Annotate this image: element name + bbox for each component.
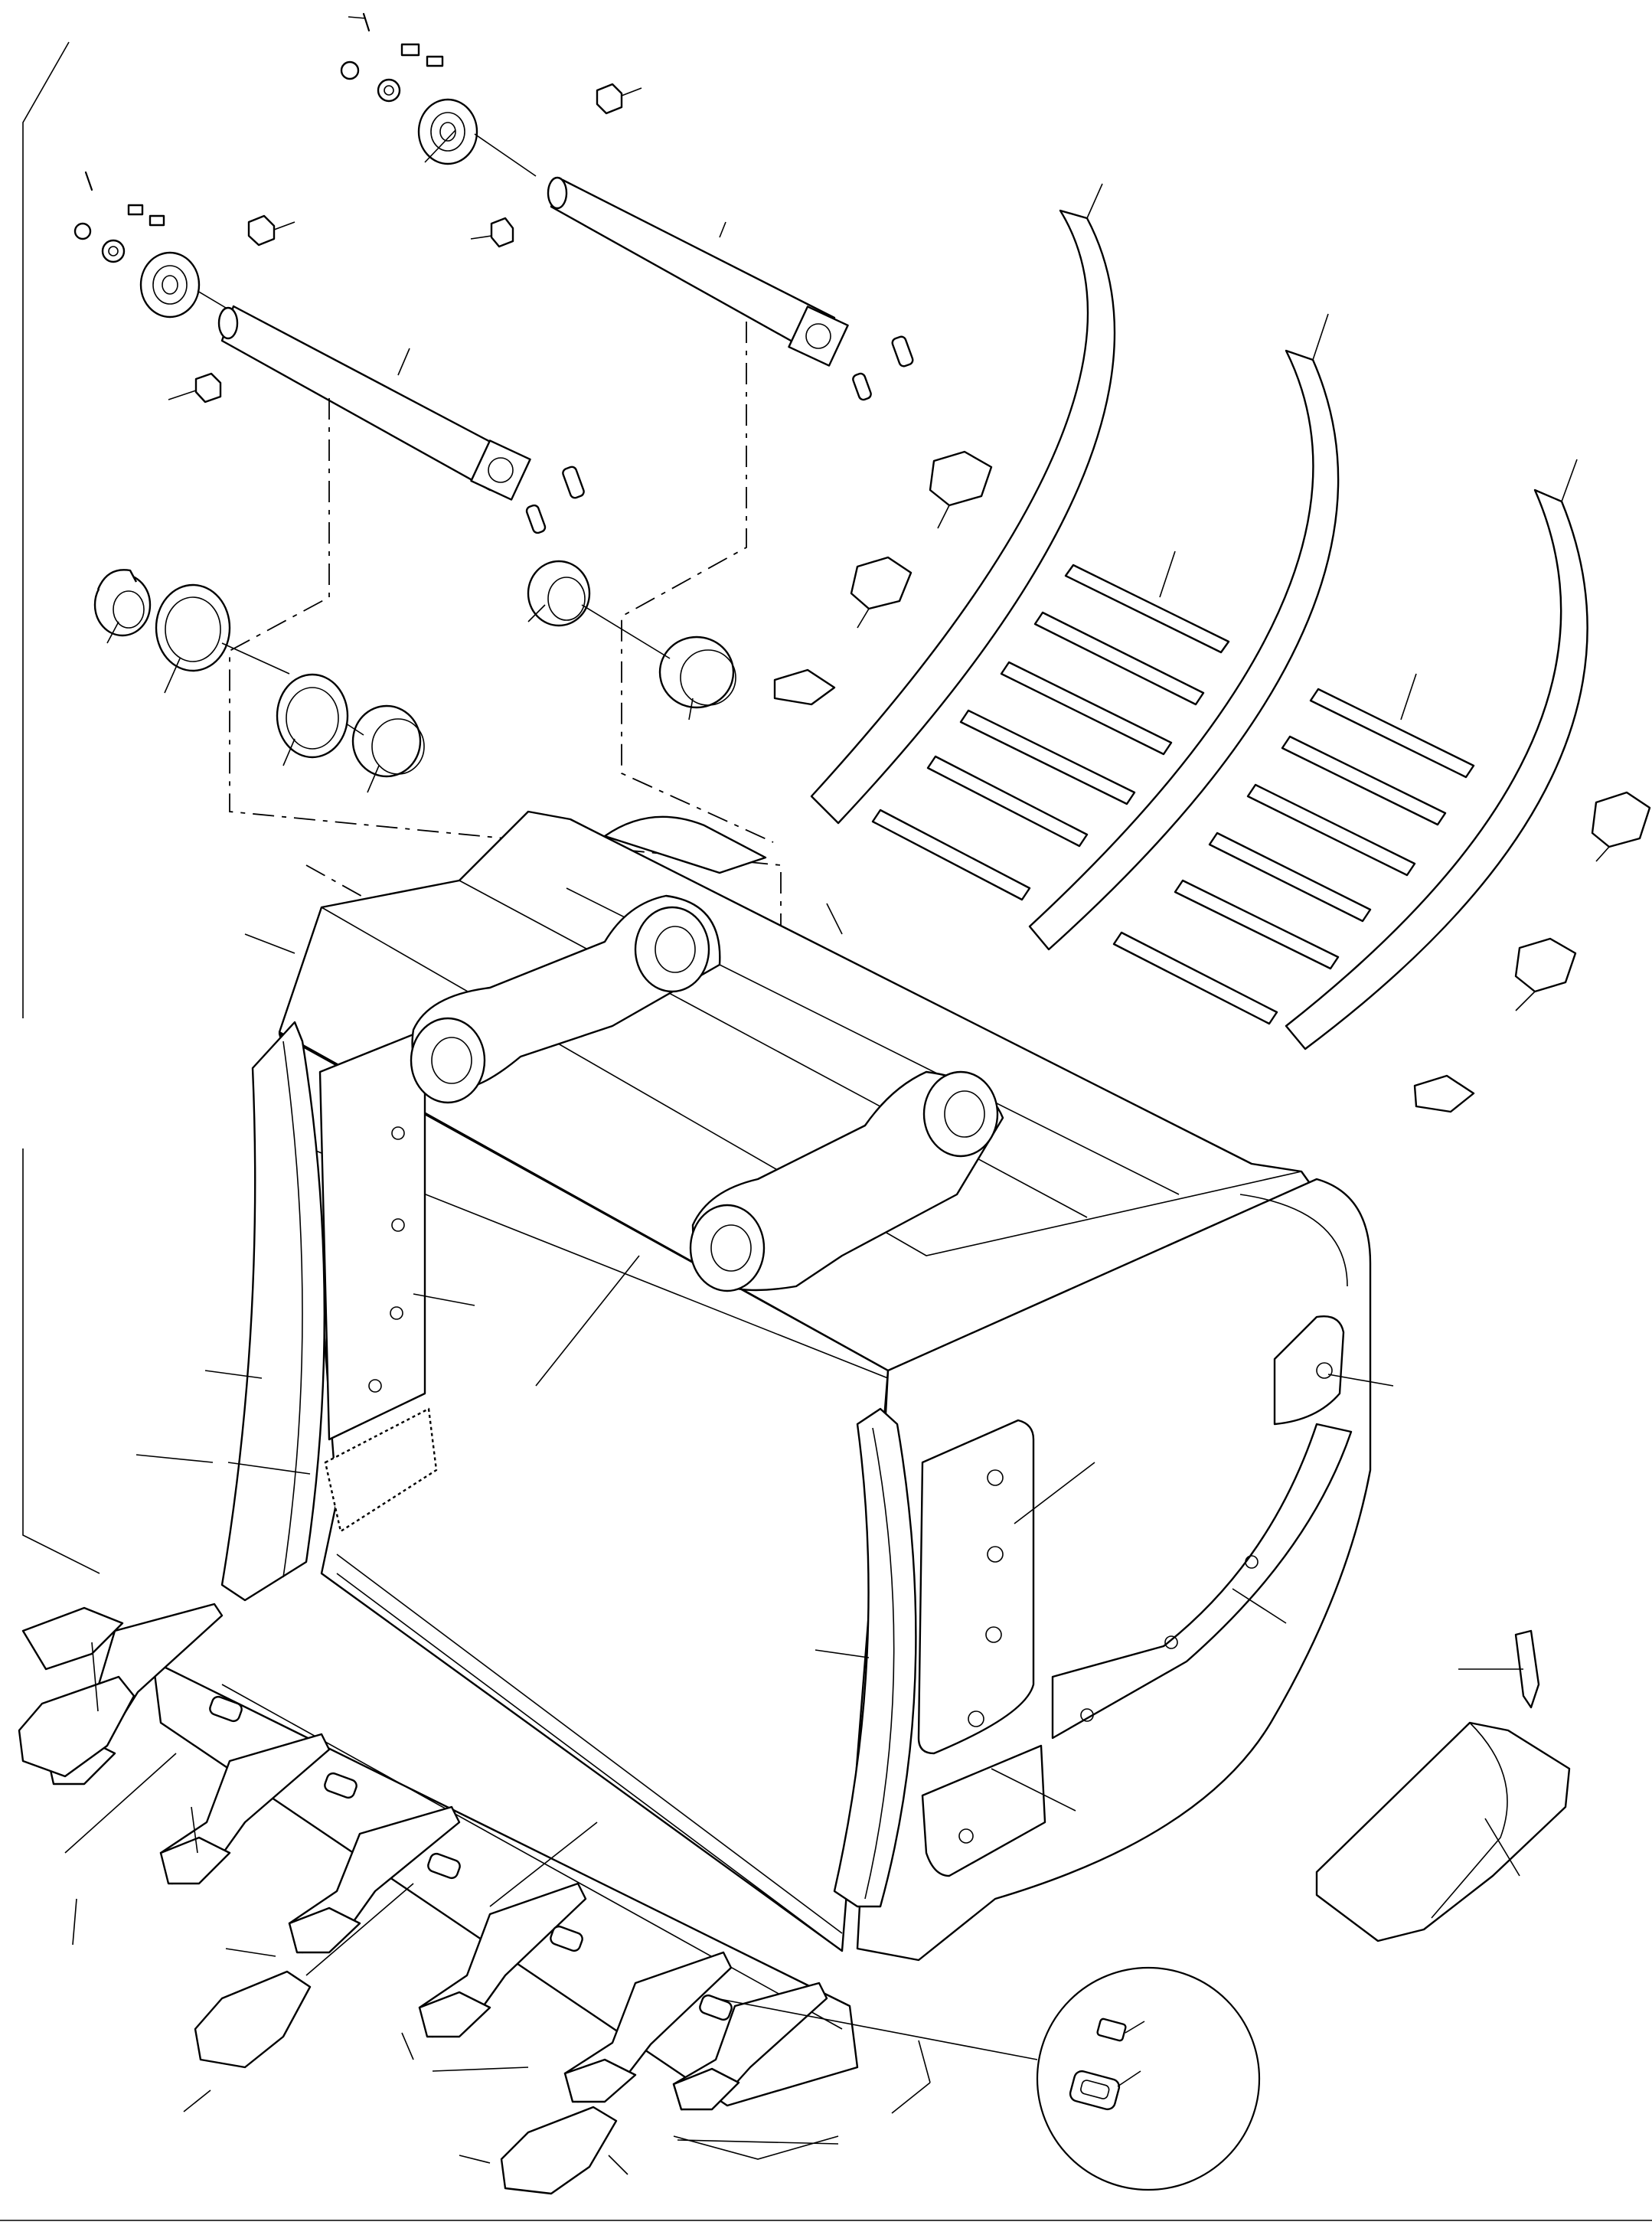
bucket-tooth-icon: [563, 1951, 733, 2103]
tooth-cap-icon: [18, 1606, 618, 2195]
retainer-lock-icon: [209, 1695, 733, 2021]
bucket-tooth-icon: [672, 1982, 828, 2111]
tooth-adapter-icon: [1315, 1629, 1571, 1942]
pin-lower-icon: [217, 305, 531, 501]
upper-pin-assembly: [340, 12, 849, 367]
key-block-icon: [596, 83, 642, 115]
cotter-pin-icon: [348, 12, 371, 32]
detail-callout: [715, 1966, 1261, 2191]
bucket-tooth-icon: [288, 1805, 461, 1954]
bolt-icon: [400, 43, 444, 67]
lower-pin-assembly: [73, 171, 531, 501]
pin-upper-icon: [547, 176, 849, 367]
wear-bar-icon: [871, 551, 1475, 1025]
wear-strip-icon: [810, 183, 1588, 1050]
nut-icon: [340, 60, 401, 103]
linkage-ears: [410, 894, 1004, 1292]
bushing-icon: [93, 560, 736, 793]
shim-icon: [525, 335, 914, 534]
bucket-tooth-icon: [159, 1733, 331, 1885]
pad-icon: [773, 450, 1651, 1113]
bucket-body: [220, 810, 1372, 1962]
bolt-icon: [127, 204, 165, 227]
nut-icon: [73, 222, 126, 263]
bucket-tooth-icon: [418, 1882, 587, 2038]
key-block-icon: [168, 214, 514, 404]
washer-icon: [139, 251, 201, 319]
washer-icon: [417, 98, 478, 165]
callout-leaders: [64, 903, 1394, 2175]
cotter-pin-icon: [84, 171, 93, 191]
frame-border: [0, 41, 1652, 2221]
tooth-set: [44, 1603, 828, 2111]
